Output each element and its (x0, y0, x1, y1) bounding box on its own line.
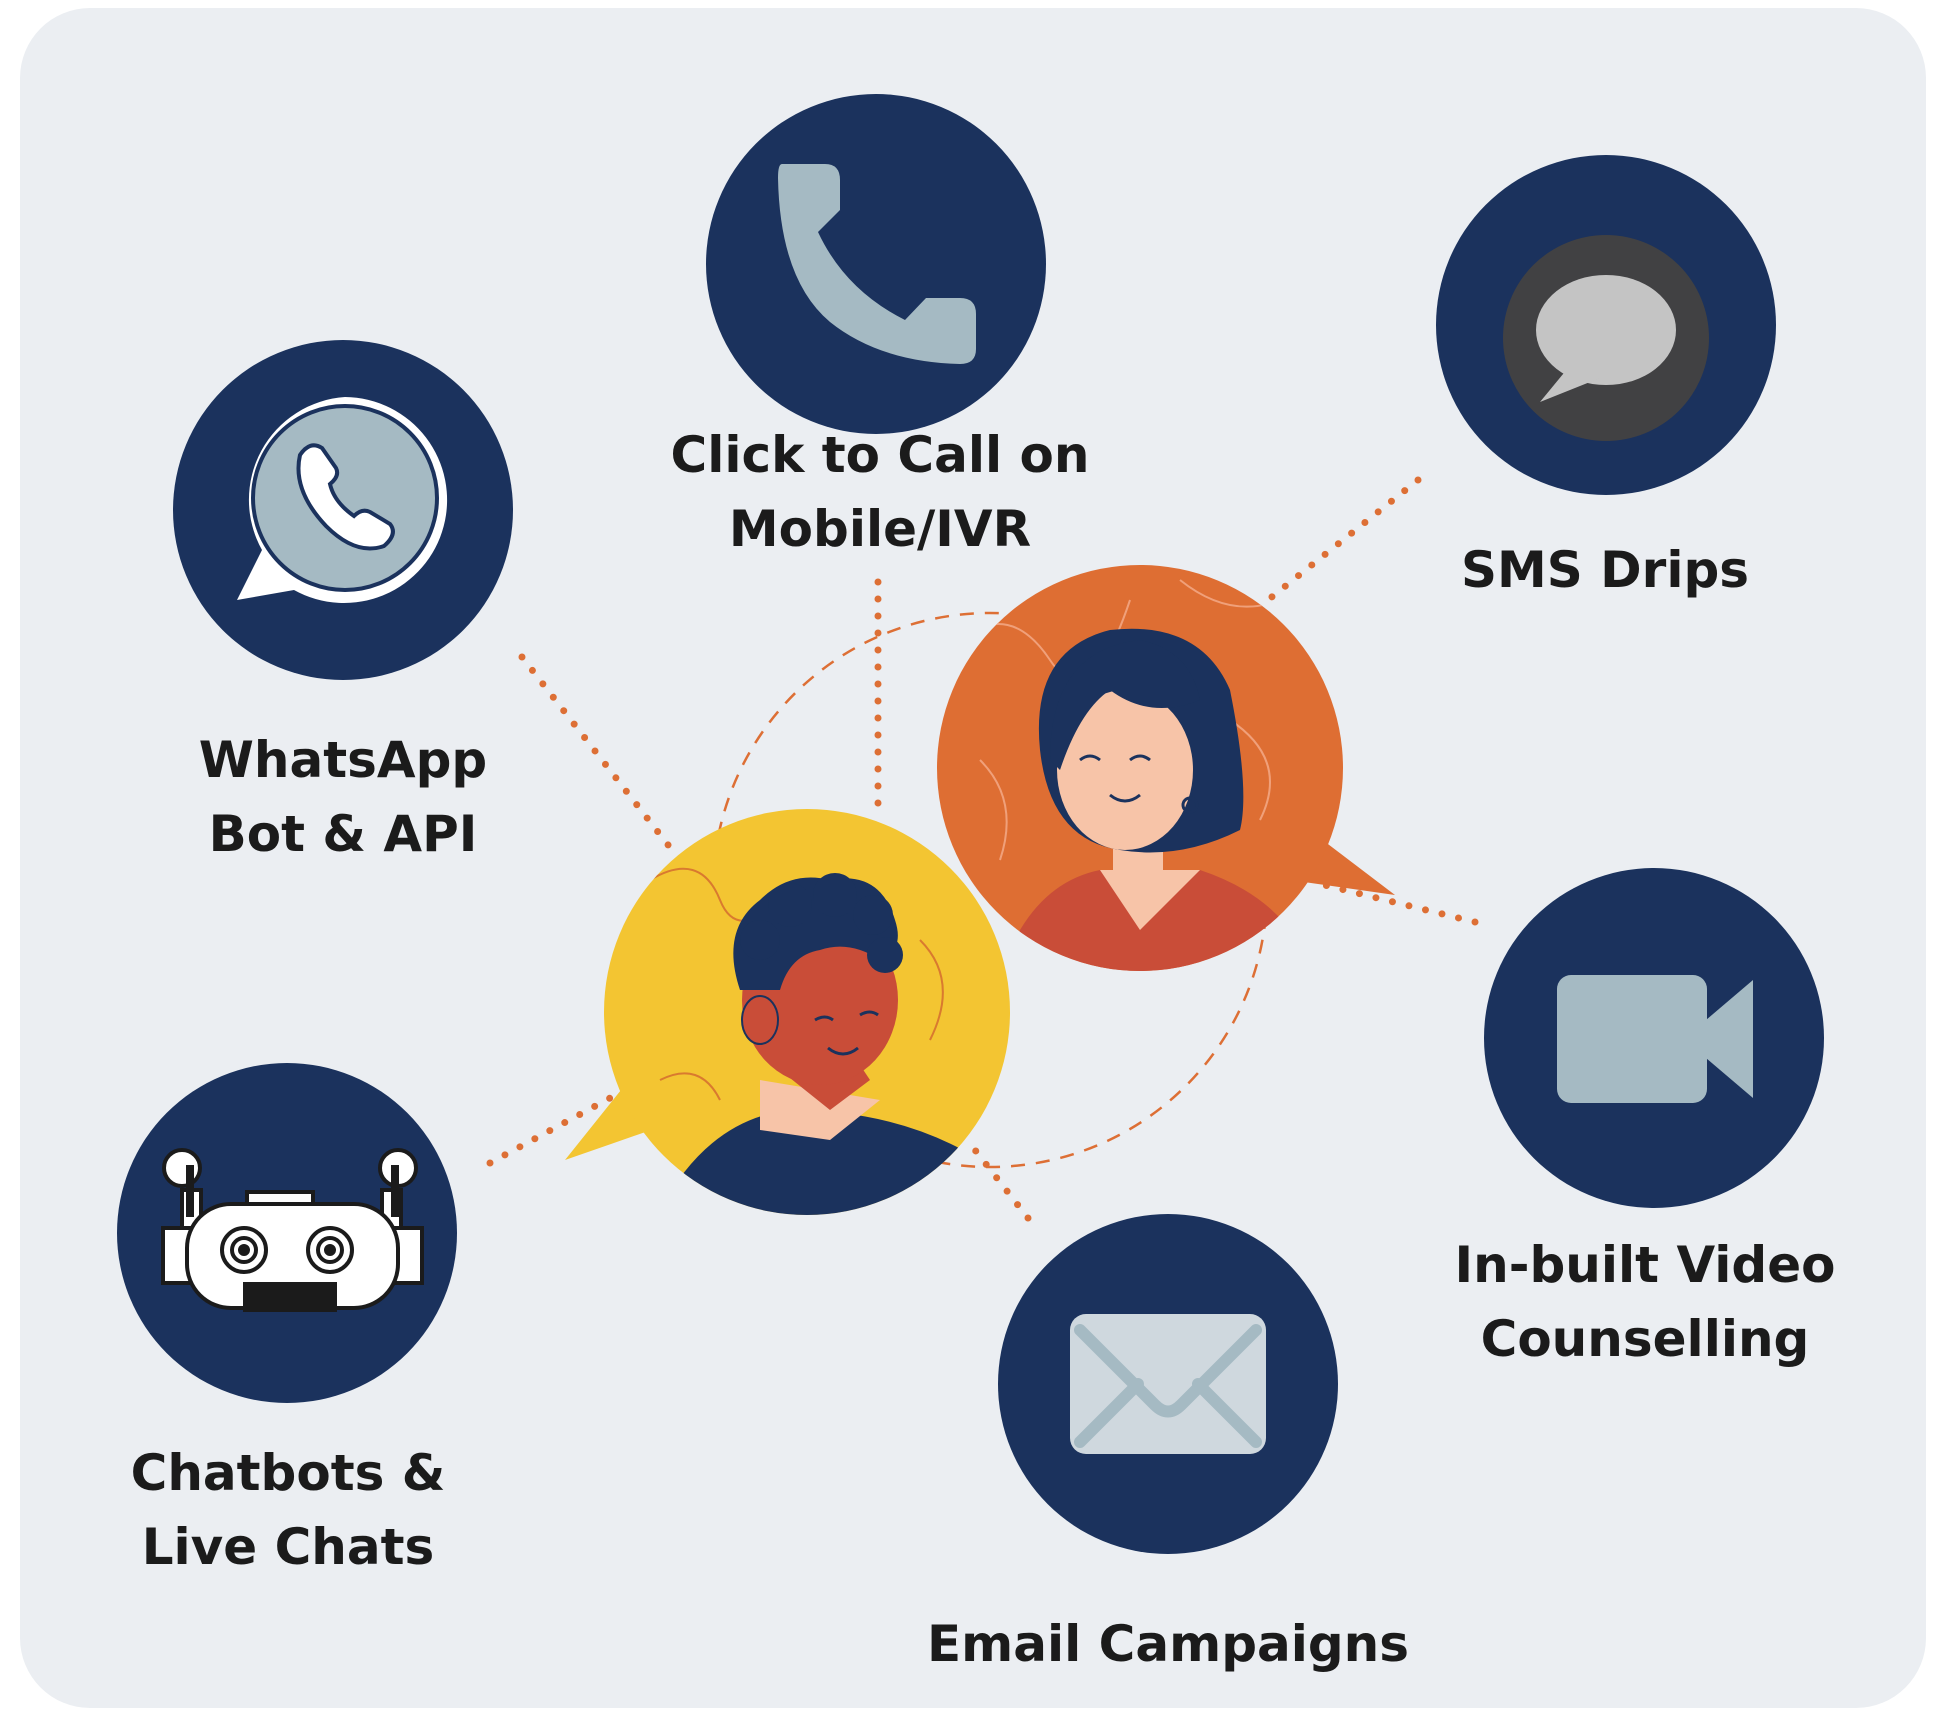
connector-email (971, 1146, 1032, 1222)
chatbots-label: Chatbots & Live Chats (131, 1436, 446, 1584)
phone-icon (778, 164, 976, 364)
whatsapp-label-line-1: WhatsApp (198, 731, 488, 789)
video-counselling-label-line-2: Counselling (1480, 1310, 1810, 1368)
connector-whatsapp (518, 653, 676, 854)
chatbots-label-line-1: Chatbots & (130, 1444, 446, 1502)
email-circle[interactable] (998, 1214, 1338, 1554)
click-to-call-circle[interactable] (706, 94, 1046, 434)
click-to-call-label-line-1: Click to Call on (670, 426, 1090, 484)
whatsapp-label-line-2: Bot & API (208, 805, 478, 863)
sms-drips-circle[interactable] (1436, 155, 1776, 495)
chatbots-circle[interactable] (117, 1063, 457, 1403)
envelope-icon (1070, 1314, 1266, 1454)
click-to-call-label: Click to Call on Mobile/IVR (671, 418, 1090, 566)
chat-bubble-icon (1503, 235, 1709, 441)
whatsapp-circle[interactable] (173, 340, 513, 680)
whatsapp-icon (237, 397, 448, 603)
connector-lines (486, 476, 1479, 1222)
email-label: Email Campaigns (927, 1607, 1409, 1681)
whatsapp-label: WhatsApp Bot & API (199, 723, 487, 871)
connector-video (1308, 878, 1479, 926)
robot-icon (161, 1148, 424, 1312)
video-counselling-label-line-1: In-built Video (1454, 1236, 1836, 1294)
video-counselling-circle[interactable] (1484, 868, 1824, 1208)
sms-drips-label-line-1: SMS Drips (1460, 541, 1750, 599)
video-counselling-label: In-built Video Counselling (1455, 1228, 1836, 1376)
video-camera-icon (1557, 975, 1753, 1103)
email-label-line-1: Email Campaigns (926, 1615, 1410, 1673)
connector-chatbots (486, 1093, 616, 1167)
connector-sms (1264, 476, 1422, 604)
chatbots-label-line-2: Live Chats (141, 1518, 435, 1576)
sms-drips-label: SMS Drips (1461, 533, 1749, 607)
click-to-call-label-line-2: Mobile/IVR (728, 500, 1032, 558)
